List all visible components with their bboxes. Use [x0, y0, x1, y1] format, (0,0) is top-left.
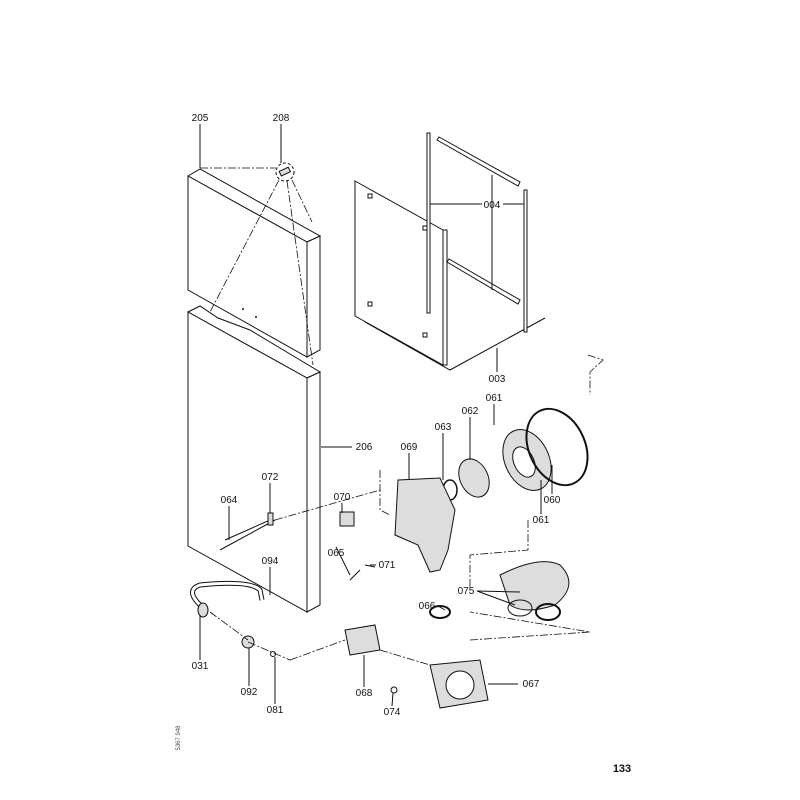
gasket-frames-004 [426, 132, 528, 333]
part-label-062: 062 [462, 406, 479, 417]
front-panel-lower-206 [186, 305, 322, 613]
part-label-004: 004 [484, 200, 501, 211]
fan-and-ducts [289, 561, 591, 709]
part-label-071: 071 [379, 560, 396, 571]
part-label-064: 064 [221, 495, 238, 506]
part-label-206: 206 [356, 442, 373, 453]
part-label-069: 069 [401, 442, 418, 453]
part-label-067: 067 [523, 679, 540, 690]
part-label-061-top: 061 [486, 393, 503, 404]
leader-lines [199, 124, 553, 707]
water-pipe-031 [190, 580, 398, 694]
part-label-092: 092 [241, 687, 258, 698]
part-label-068: 068 [356, 688, 373, 699]
burner-assembly [219, 354, 604, 590]
front-panel-upper-205 [186, 168, 322, 358]
part-label-074: 074 [384, 707, 401, 718]
part-labels: 205 208 004 003 061 062 063 069 206 072 … [192, 113, 561, 718]
part-label-065: 065 [328, 548, 345, 559]
part-label-075: 075 [458, 586, 475, 597]
document-code: 5367 948 [176, 725, 182, 751]
part-label-205: 205 [192, 113, 209, 124]
part-label-003: 003 [489, 374, 506, 385]
part-label-061-bottom: 061 [533, 515, 550, 526]
part-label-072: 072 [262, 472, 279, 483]
part-label-063: 063 [435, 422, 452, 433]
clip-208 [200, 162, 314, 366]
part-label-060: 060 [544, 495, 561, 506]
part-label-031: 031 [192, 661, 209, 672]
part-label-066: 066 [419, 601, 436, 612]
part-label-094: 094 [262, 556, 279, 567]
side-panel-003 [354, 180, 546, 372]
page-number: 133 [613, 763, 631, 775]
part-label-081: 081 [267, 705, 284, 716]
part-label-208: 208 [273, 113, 290, 124]
part-label-070: 070 [334, 492, 351, 503]
